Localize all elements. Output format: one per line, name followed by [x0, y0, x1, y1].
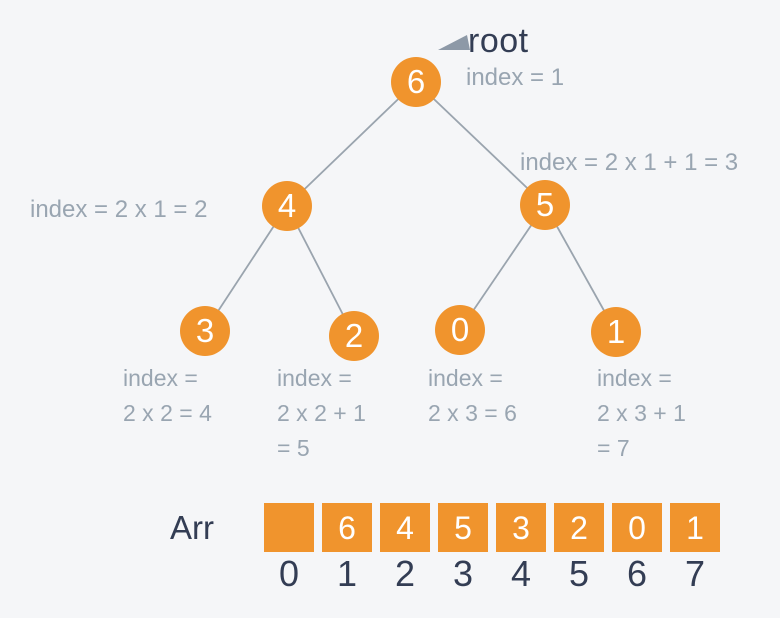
annotation-line: index =: [597, 365, 672, 391]
annotation-line: = 5: [277, 435, 310, 461]
array-cell-1: 6: [322, 503, 372, 552]
annotation-line: 2 x 3 + 1: [597, 400, 686, 426]
tree-node-leaf-1: 3: [180, 306, 230, 356]
tree-node-leaf-2: 2: [329, 311, 379, 361]
annotation-line: = 7: [597, 435, 630, 461]
array-index-6: 6: [626, 553, 648, 594]
index-annotation-leaf-4: index = 2 x 3 + 1 = 7: [597, 361, 686, 466]
root-pointer-label: root: [468, 22, 529, 60]
annotation-line: 2 x 2 = 4: [123, 400, 212, 426]
tree-node-leaf-3: 0: [435, 305, 485, 355]
array-index-3: 3: [452, 553, 474, 594]
root-arrow-icon: [438, 35, 470, 50]
array-cells: 6 4 5 3 2 0 1: [264, 503, 720, 552]
tree-node-left: 4: [262, 181, 312, 231]
array-index-7: 7: [684, 553, 706, 594]
tree-node-right: 5: [520, 180, 570, 230]
array-cell-4: 3: [496, 503, 546, 552]
array-cell-7: 1: [670, 503, 720, 552]
annotation-line: index =: [123, 365, 198, 391]
index-annotation-root: index = 1: [466, 64, 565, 91]
array-label: Arr: [170, 509, 214, 546]
index-annotation-leaf-1: index = 2 x 2 = 4: [123, 361, 212, 431]
array-cell-3: 5: [438, 503, 488, 552]
array-cell-0: [264, 503, 314, 552]
index-annotation-left-child: index = 2 x 1 = 2: [30, 196, 208, 223]
array-index-5: 5: [568, 553, 590, 594]
array-cell-2: 4: [380, 503, 430, 552]
edge-root-left: [286, 81, 417, 207]
annotation-line: index =: [277, 365, 352, 391]
array-index-4: 4: [510, 553, 532, 594]
tree-node-root: 6: [391, 57, 441, 107]
index-annotation-right-child: index = 2 x 1 + 1 = 3: [520, 149, 739, 176]
array-indices: 0 1 2 3 4 5 6 7: [264, 553, 720, 594]
array-index-2: 2: [394, 553, 416, 594]
edge-root-right: [415, 81, 546, 206]
array-cell-5: 2: [554, 503, 604, 552]
index-annotation-leaf-3: index = 2 x 3 = 6: [428, 361, 517, 431]
array-cell-6: 0: [612, 503, 662, 552]
index-annotation-leaf-2: index = 2 x 2 + 1 = 5: [277, 361, 366, 466]
annotation-line: index =: [428, 365, 503, 391]
annotation-line: 2 x 2 + 1: [277, 400, 366, 426]
tree-node-leaf-4: 1: [591, 307, 641, 357]
array-index-1: 1: [336, 553, 358, 594]
annotation-line: 2 x 3 = 6: [428, 400, 517, 426]
array-index-0: 0: [278, 553, 300, 594]
